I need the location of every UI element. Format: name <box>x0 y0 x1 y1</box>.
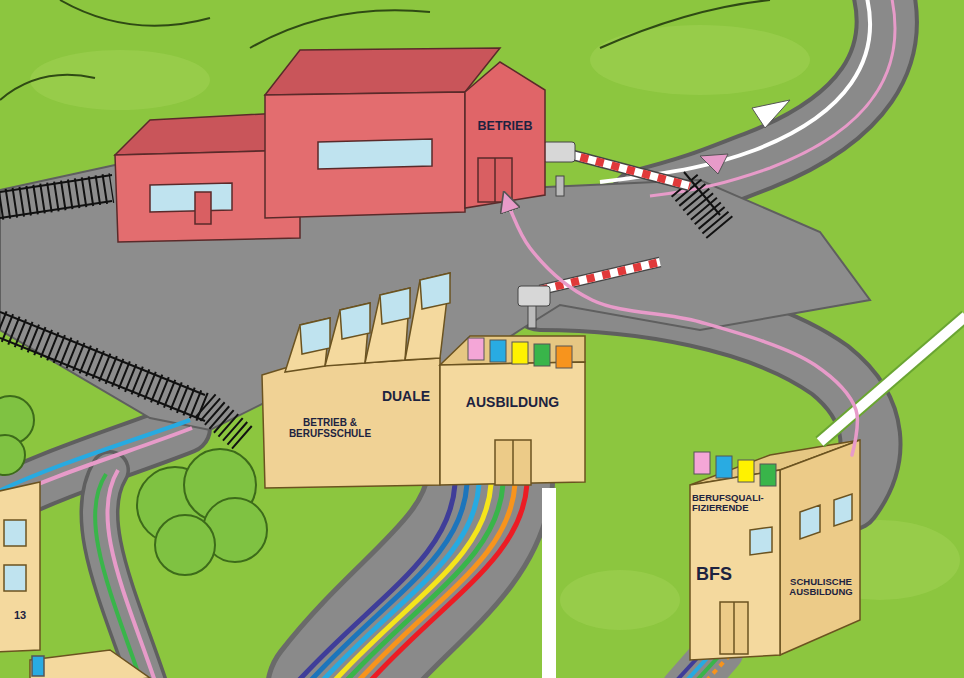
company-building-label: BETRIEB <box>462 100 548 195</box>
colour-lanes <box>290 484 527 678</box>
house-number: 13 <box>3 606 37 626</box>
side-building <box>0 482 150 678</box>
divider <box>542 488 556 678</box>
building-label: BETRIEB & BERUFSSCHULE <box>276 417 384 439</box>
school-building-label: BERUFSQUALI- FIZIERENDE BFS SCHULISCHE AUS… <box>688 455 862 660</box>
company-building <box>115 48 545 242</box>
colour-flags <box>694 452 776 486</box>
road-line <box>650 0 895 196</box>
dual-training-building-label: DUALEAUSBILDUNG BETRIEB & BERUFSSCHULE <box>262 335 585 485</box>
building-label: BETRIEB <box>462 120 548 134</box>
school-building <box>690 440 860 660</box>
divider <box>820 316 964 442</box>
hills <box>0 0 770 100</box>
road-arrow <box>752 100 790 128</box>
road-arrow <box>700 154 728 174</box>
building-label: DUALE <box>374 389 438 404</box>
building-label: 13 <box>3 609 37 621</box>
divider <box>820 316 964 442</box>
building-label: SCHULISCHE AUSBILDUNG <box>782 577 860 598</box>
building-label: BERUFSQUALI- FIZIERENDE <box>692 493 776 514</box>
building-label: AUSBILDUNG <box>440 395 585 410</box>
road-line <box>600 0 870 182</box>
dual-training-building <box>262 273 585 488</box>
route-line <box>505 195 857 455</box>
roads <box>0 0 887 678</box>
building-label: BFS <box>696 565 776 585</box>
colour-flags <box>468 338 572 368</box>
